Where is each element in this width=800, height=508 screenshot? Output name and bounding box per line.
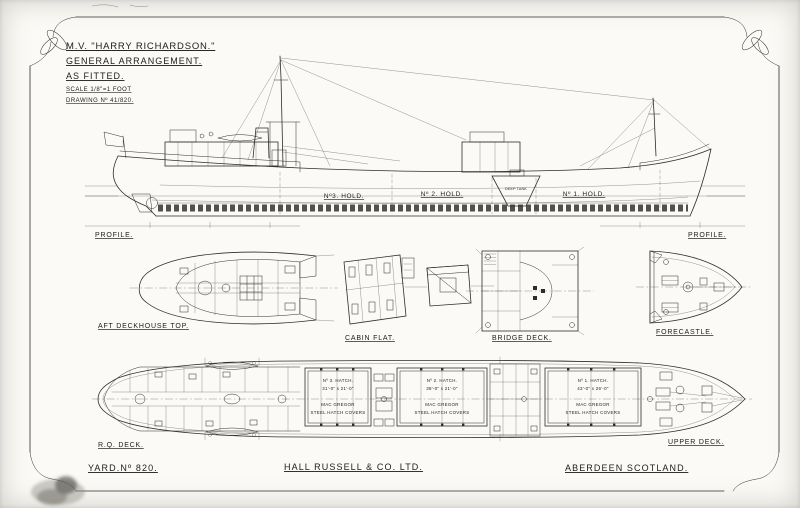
scale-label: SCALE 1/8"=1 FOOT [66,87,132,93]
hatch2-covers: STEEL HATCH COVERS [415,410,470,415]
mast-house [373,373,395,427]
hatch3-size: 31'-0" x 21'-0" [322,386,354,391]
drawing-number-label: DRAWING Nº 41/820. [66,97,134,104]
drawing-type-title: GENERAL ARRANGEMENT. [66,56,202,66]
hold-3-label: Nº3. HOLD. [324,193,364,200]
corner-flourish-top-right [723,16,780,67]
plan-hull-outline [97,360,746,438]
bridge-structure-rooms [489,363,541,437]
skylight-grid [239,275,263,301]
hatch-no3: Nº 3. HATCH. 31'-0" x 21'-0" MAC GREGOR … [304,367,372,427]
cabin-flat-label: CABIN FLAT. [345,335,395,342]
builder-label: HALL RUSSELL & CO. LTD. [284,462,423,472]
as-fitted-label: AS FITTED. [66,71,125,81]
hold-bulkheads [279,169,661,215]
profile-label-right: PROFILE. [688,232,726,239]
border-frame [29,16,780,492]
hold-2-label: Nº 2. HOLD. [421,191,464,198]
forecastle-label: FORECASTLE. [656,329,713,336]
pencil-scuff [91,4,149,8]
bridge-deck-label: BRIDGE DECK. [492,335,552,342]
rudder-propeller [131,193,158,213]
location-label: ABERDEEN SCOTLAND. [565,463,688,473]
main-mast [265,55,301,167]
hatch1-size: 43'-0" x 26'-0" [577,386,609,391]
upper-deck-plan-view: Nº 3. HATCH. 31'-0" x 21'-0" MAC GREGOR … [92,356,752,449]
yard-number-label: YARD.Nº 820. [88,463,158,473]
aft-deckhouse-top-label: AFT DECKHOUSE TOP. [98,323,189,330]
hatch2-maker: MAC GREGOR [425,402,459,407]
funnel [252,127,270,159]
midship-bridge-house [461,131,521,173]
fore-mast [648,97,661,157]
hatch3-maker: MAC GREGOR [321,402,355,407]
footer: YARD.Nº 820. HALL RUSSELL & CO. LTD. ABE… [88,462,688,473]
casing-detail-view [404,264,495,307]
upper-deck-label: UPPER DECK. [668,439,724,446]
title-block: M.V. "HARRY RICHARDSON." GENERAL ARRANGE… [66,41,215,104]
ensign-flag [103,131,127,159]
hatch-no2: Nº 2. HATCH. 38'-0" x 21'-0" MAC GREGOR … [396,367,488,427]
rigging [221,57,712,170]
forecastle-view: FORECASTLE. [636,250,752,336]
ship-name-title: M.V. "HARRY RICHARDSON." [66,41,215,52]
hatch3-name: Nº 3. HATCH. [323,378,354,383]
windlass-area [647,371,743,427]
hatch1-name: Nº 1. HATCH. [578,378,609,383]
aft-superstructure [164,127,287,167]
hatch2-name: Nº 2. HATCH. [427,378,458,383]
shaded-deck-area [299,255,317,279]
corner-arc-bottom-right [732,451,780,492]
lifeboat-profile [217,134,263,142]
aft-accommodation-rooms [103,366,301,432]
lifeboat-starboard [205,427,259,437]
hatch1-covers: STEEL HATCH COVERS [566,410,621,415]
hatch2-size: 38'-0" x 21'-0" [426,386,458,391]
corner-flourish-top-left [29,16,77,67]
bridge-deck-view: BRIDGE DECK. [466,246,594,342]
hold-1-label: Nº 1. HOLD. [563,191,606,198]
ink-smudge [31,476,85,505]
cabin-flat-view: CABIN FLAT. [343,254,415,342]
hatch1-maker: MAC GREGOR [576,402,610,407]
aft-deckhouse-top-view: AFT DECKHOUSE TOP. [98,251,338,330]
profile-label-left: PROFILE. [95,232,133,239]
hatch-no1: Nº 1. HATCH. 43'-0" x 26'-0" MAC GREGOR … [544,367,642,427]
lifeboat-port [205,361,259,370]
rq-deck-label: R.Q. DECK. [98,442,144,449]
hull-outline [112,143,712,217]
deep-tank-label: DEEP TANK [505,187,527,191]
profile-view: DEEP TANK Nº3. HOLD. Nº 2. HOLD. Nº 1. H… [84,55,746,239]
shaded-deck-area [299,297,317,321]
hatch3-covers: STEEL HATCH COVERS [311,410,366,415]
